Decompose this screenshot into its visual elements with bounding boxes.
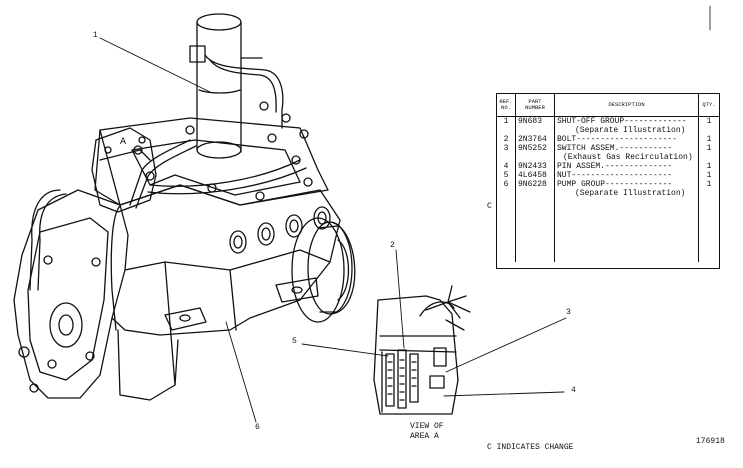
callout-2: 2 bbox=[390, 241, 395, 250]
change-note: C INDICATES CHANGE bbox=[487, 443, 574, 452]
table-row: 4 9N2433 PIN ASSEM.-------------- 1 bbox=[497, 162, 719, 171]
ref-cell: 6 bbox=[497, 180, 516, 189]
callout-1: 1 bbox=[93, 31, 98, 40]
part-number-cell: 9N683 bbox=[515, 116, 555, 126]
qty-cell: 1 bbox=[706, 162, 712, 171]
qty-cell bbox=[699, 126, 720, 135]
qty-cell: 1 bbox=[706, 117, 712, 126]
shut-off-group bbox=[189, 13, 263, 159]
part-number-cell: 2N3764 bbox=[515, 135, 555, 144]
callout-3: 3 bbox=[566, 308, 571, 317]
detail-view-area-a bbox=[373, 285, 471, 415]
ref-cell: 5 bbox=[497, 171, 516, 180]
part-number-cell bbox=[515, 153, 555, 162]
blank-cell bbox=[497, 198, 516, 262]
area-a-bracket bbox=[91, 127, 157, 213]
detail-view-label-line1: VIEW OF bbox=[410, 422, 444, 431]
part-number-cell: 9N5252 bbox=[515, 144, 555, 153]
pump-housing bbox=[13, 184, 356, 401]
table-row: 1 9N683 SHUT-OFF GROUP------------- 1 bbox=[497, 116, 719, 126]
blank-cell bbox=[554, 198, 699, 262]
blank-cell bbox=[699, 198, 720, 262]
header-part-number: PART NUMBER bbox=[515, 94, 555, 117]
description-cell: SHUT-OFF GROUP------------- bbox=[554, 116, 699, 126]
qty-cell: 1 bbox=[706, 171, 712, 180]
header-description: DESCRIPTION bbox=[554, 94, 699, 117]
qty-cell: 1 bbox=[706, 180, 712, 189]
ref-cell: 4 bbox=[497, 162, 516, 171]
callout-6: 6 bbox=[255, 423, 260, 432]
table-row: 3 9N5252 SWITCH ASSEM.----------- 1 bbox=[497, 144, 719, 153]
description-cell: PUMP GROUP-------------- bbox=[554, 180, 699, 189]
description-cell: (Separate Illustration) bbox=[554, 126, 699, 135]
leader-lines bbox=[99, 37, 567, 423]
description-cell: (Exhaust Gas Recirculation) bbox=[554, 153, 699, 162]
illustration-number: 176918 bbox=[696, 437, 725, 446]
description-note: (Separate Illustration) bbox=[575, 189, 686, 198]
description-cell: SWITCH ASSEM.----------- bbox=[554, 144, 699, 153]
description-cell: (Separate Illustration) bbox=[554, 189, 699, 198]
change-marker: C bbox=[487, 202, 492, 211]
part-number-cell: 9N2433 bbox=[515, 162, 555, 171]
ref-cell: 2 bbox=[497, 135, 516, 144]
parts-list-table: REF. NO. PART NUMBER DESCRIPTION QTY. 1 … bbox=[496, 93, 720, 269]
injection-outlets bbox=[229, 206, 331, 254]
table-row: (Separate Illustration) bbox=[497, 126, 719, 135]
blank-cell bbox=[515, 198, 555, 262]
qty-cell: 1 bbox=[706, 135, 712, 144]
callout-4: 4 bbox=[571, 386, 576, 395]
ref-cell bbox=[497, 153, 516, 162]
callout-5: 5 bbox=[292, 337, 297, 346]
qty-cell bbox=[699, 153, 720, 162]
qty-cell bbox=[699, 189, 720, 198]
qty-cell: 1 bbox=[706, 144, 712, 153]
part-number-cell bbox=[515, 126, 555, 135]
ref-cell bbox=[497, 189, 516, 198]
ref-cell: 3 bbox=[497, 144, 516, 153]
part-number-cell: 4L6458 bbox=[515, 171, 555, 180]
description-cell: PIN ASSEM.-------------- bbox=[554, 162, 699, 171]
description-cell: NUT--------------------- bbox=[554, 171, 699, 180]
header-qty: QTY. bbox=[698, 94, 719, 117]
area-a-marker: A bbox=[120, 137, 127, 148]
table-blank-row bbox=[497, 198, 719, 262]
table-header-row: REF. NO. PART NUMBER DESCRIPTION QTY. bbox=[497, 94, 719, 117]
description-note: (Separate Illustration) bbox=[575, 126, 686, 135]
description-note: (Exhaust Gas Recirculation) bbox=[563, 153, 693, 162]
ref-cell bbox=[497, 126, 516, 135]
ref-cell: 1 bbox=[497, 116, 516, 126]
detail-view-label-line2: AREA A bbox=[410, 432, 439, 441]
pump-top-cover bbox=[94, 101, 329, 206]
header-ref-no: REF. NO. bbox=[497, 94, 516, 117]
part-number-cell bbox=[515, 189, 555, 198]
table-row: (Exhaust Gas Recirculation) bbox=[497, 153, 719, 162]
table-row: (Separate Illustration) bbox=[497, 189, 719, 198]
table-row: 2 2N3764 BOLT--------------------- 1 bbox=[497, 135, 719, 144]
fuel-lines bbox=[29, 54, 307, 331]
part-number-cell: 9N6228 bbox=[515, 180, 555, 189]
table-row: 6 9N6228 PUMP GROUP-------------- 1 bbox=[497, 180, 719, 189]
description-cell: BOLT--------------------- bbox=[554, 135, 699, 144]
table-row: 5 4L6458 NUT--------------------- 1 bbox=[497, 171, 719, 180]
